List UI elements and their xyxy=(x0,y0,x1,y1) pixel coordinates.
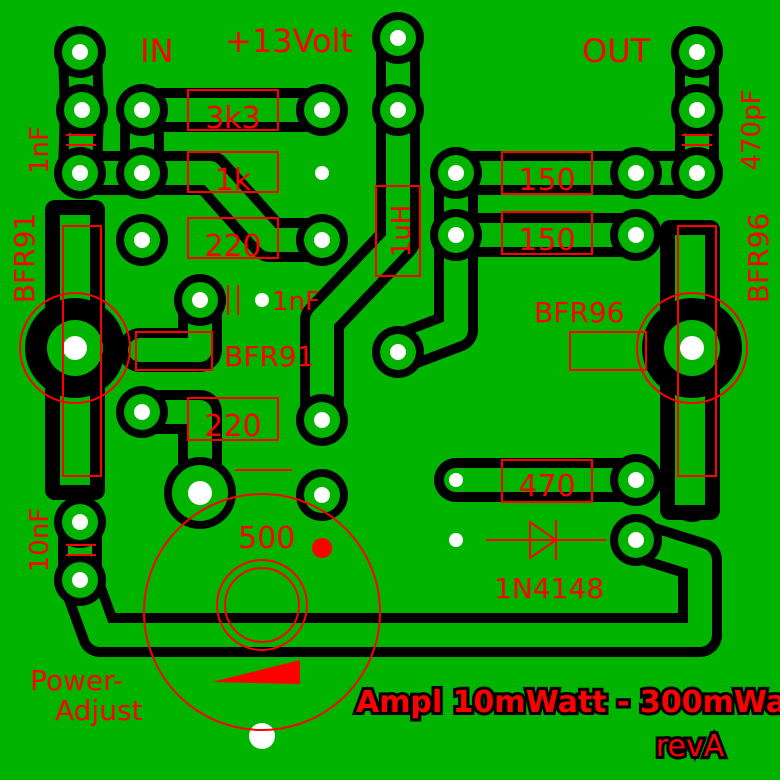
pad xyxy=(134,232,150,248)
transistor-outline xyxy=(19,292,131,404)
pad xyxy=(72,165,88,181)
label-input: IN xyxy=(140,32,173,70)
pad xyxy=(448,165,464,181)
pad xyxy=(390,30,406,46)
potentiometer-outline xyxy=(143,493,381,731)
r5-value: 150 xyxy=(518,163,575,198)
board-revision: revA xyxy=(656,729,725,764)
pad xyxy=(134,165,150,181)
pot-wiper-marker xyxy=(312,538,332,558)
pad xyxy=(689,44,705,60)
pad xyxy=(448,227,464,243)
pad xyxy=(628,227,644,243)
pad xyxy=(63,336,87,360)
c4-value: 470pF xyxy=(737,89,767,170)
r1-value: 3k3 xyxy=(205,101,261,136)
transistor-lead xyxy=(569,331,647,371)
c2-value: 1nF xyxy=(272,287,320,317)
resistor-outline xyxy=(187,151,279,193)
c3-value: 10nF xyxy=(25,508,55,573)
pad xyxy=(314,412,330,428)
pad xyxy=(680,336,704,360)
pad xyxy=(628,472,644,488)
pad xyxy=(134,404,150,420)
potentiometer-knob xyxy=(224,567,300,643)
transistor-lead xyxy=(62,225,102,477)
drill-hole xyxy=(315,166,329,180)
power-adjust-label-1: Power- xyxy=(30,664,123,697)
pad xyxy=(390,102,406,118)
d1-label: 1N4148 xyxy=(494,572,604,605)
pad xyxy=(314,232,330,248)
resistor-outline xyxy=(187,217,279,259)
resistor-outline xyxy=(501,459,593,503)
drill-hole xyxy=(449,533,463,547)
pad xyxy=(72,44,88,60)
r4-value: 220 xyxy=(204,409,261,444)
potentiometer-knob xyxy=(216,559,308,651)
pad xyxy=(689,102,705,118)
pad xyxy=(314,102,330,118)
q3-label: BFR96 xyxy=(534,296,624,329)
q2-label: BFR91 xyxy=(224,340,314,373)
resistor-outline xyxy=(501,151,593,195)
transistor-lead xyxy=(135,331,213,371)
inductor-outline xyxy=(375,185,421,277)
drill-hole xyxy=(255,293,269,307)
pad xyxy=(628,532,644,548)
r7-value: 470 xyxy=(518,469,575,504)
transistor-outline xyxy=(636,292,748,404)
pad xyxy=(314,487,330,503)
silkscreen-text: IN +13Volt OUT 3k3 1k 220 220 150 150 47… xyxy=(8,22,780,767)
r3-value: 220 xyxy=(204,229,261,264)
diode-symbol xyxy=(486,520,606,560)
r6-value: 150 xyxy=(518,223,575,258)
q1-label: BFR91 xyxy=(8,213,41,303)
drill-hole xyxy=(249,723,275,749)
pot-value: 500 xyxy=(238,521,295,556)
pad xyxy=(192,292,208,308)
drill-hole xyxy=(449,473,463,487)
c1-value: 1nF xyxy=(25,126,55,174)
pad xyxy=(72,514,88,530)
power-adjust-label-2: Adjust xyxy=(55,694,143,727)
resistor-outline xyxy=(187,89,279,131)
board-title: Ampl 10mWatt - 300mWatt xyxy=(356,685,780,720)
pad xyxy=(188,481,212,505)
q4-label: BFR96 xyxy=(742,213,775,303)
power-adjust-triangle xyxy=(212,660,300,684)
pad xyxy=(390,344,406,360)
pad xyxy=(74,102,90,118)
pad xyxy=(628,165,644,181)
l1-value: 1uH xyxy=(387,205,417,258)
label-supply: +13Volt xyxy=(225,22,353,60)
resistor-outline xyxy=(187,397,279,441)
r2-value: 1k xyxy=(215,163,252,198)
resistor-outline xyxy=(501,211,593,255)
pad xyxy=(72,572,88,588)
silkscreen xyxy=(19,89,748,731)
capacitor-symbols xyxy=(66,134,712,556)
label-output: OUT xyxy=(582,32,651,70)
transistor-lead xyxy=(677,225,717,477)
pad xyxy=(134,102,150,118)
pad xyxy=(689,165,705,181)
